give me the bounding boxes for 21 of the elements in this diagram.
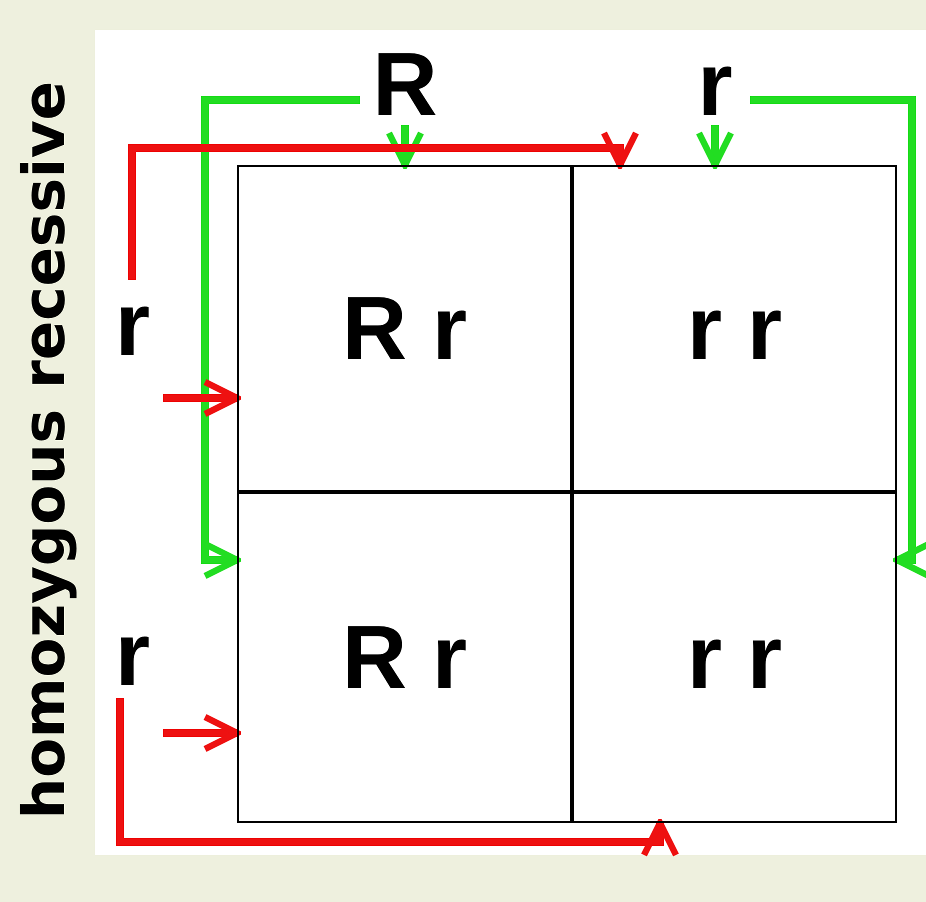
arrow xyxy=(386,125,424,168)
square-cell xyxy=(572,492,897,823)
genotype-text: R r xyxy=(342,284,468,374)
arrow xyxy=(163,378,240,418)
arrow xyxy=(116,698,680,858)
arrow xyxy=(128,130,640,280)
genotype-text: r r xyxy=(686,284,782,374)
square-cell xyxy=(237,165,572,492)
genotype-text: R r xyxy=(342,612,468,702)
genotype-text: R xyxy=(372,40,438,130)
arrow xyxy=(750,96,926,580)
genotype-text: r xyxy=(114,280,150,370)
genotype-text: r xyxy=(697,40,733,130)
square-cell xyxy=(237,492,572,823)
genotype-text: r r xyxy=(686,612,782,702)
square-cell xyxy=(572,165,897,492)
arrow xyxy=(163,714,240,752)
arrow xyxy=(696,125,734,168)
side-label: homozygous recessive xyxy=(10,80,78,820)
arrow xyxy=(201,96,360,580)
genotype-text: r xyxy=(114,610,150,700)
